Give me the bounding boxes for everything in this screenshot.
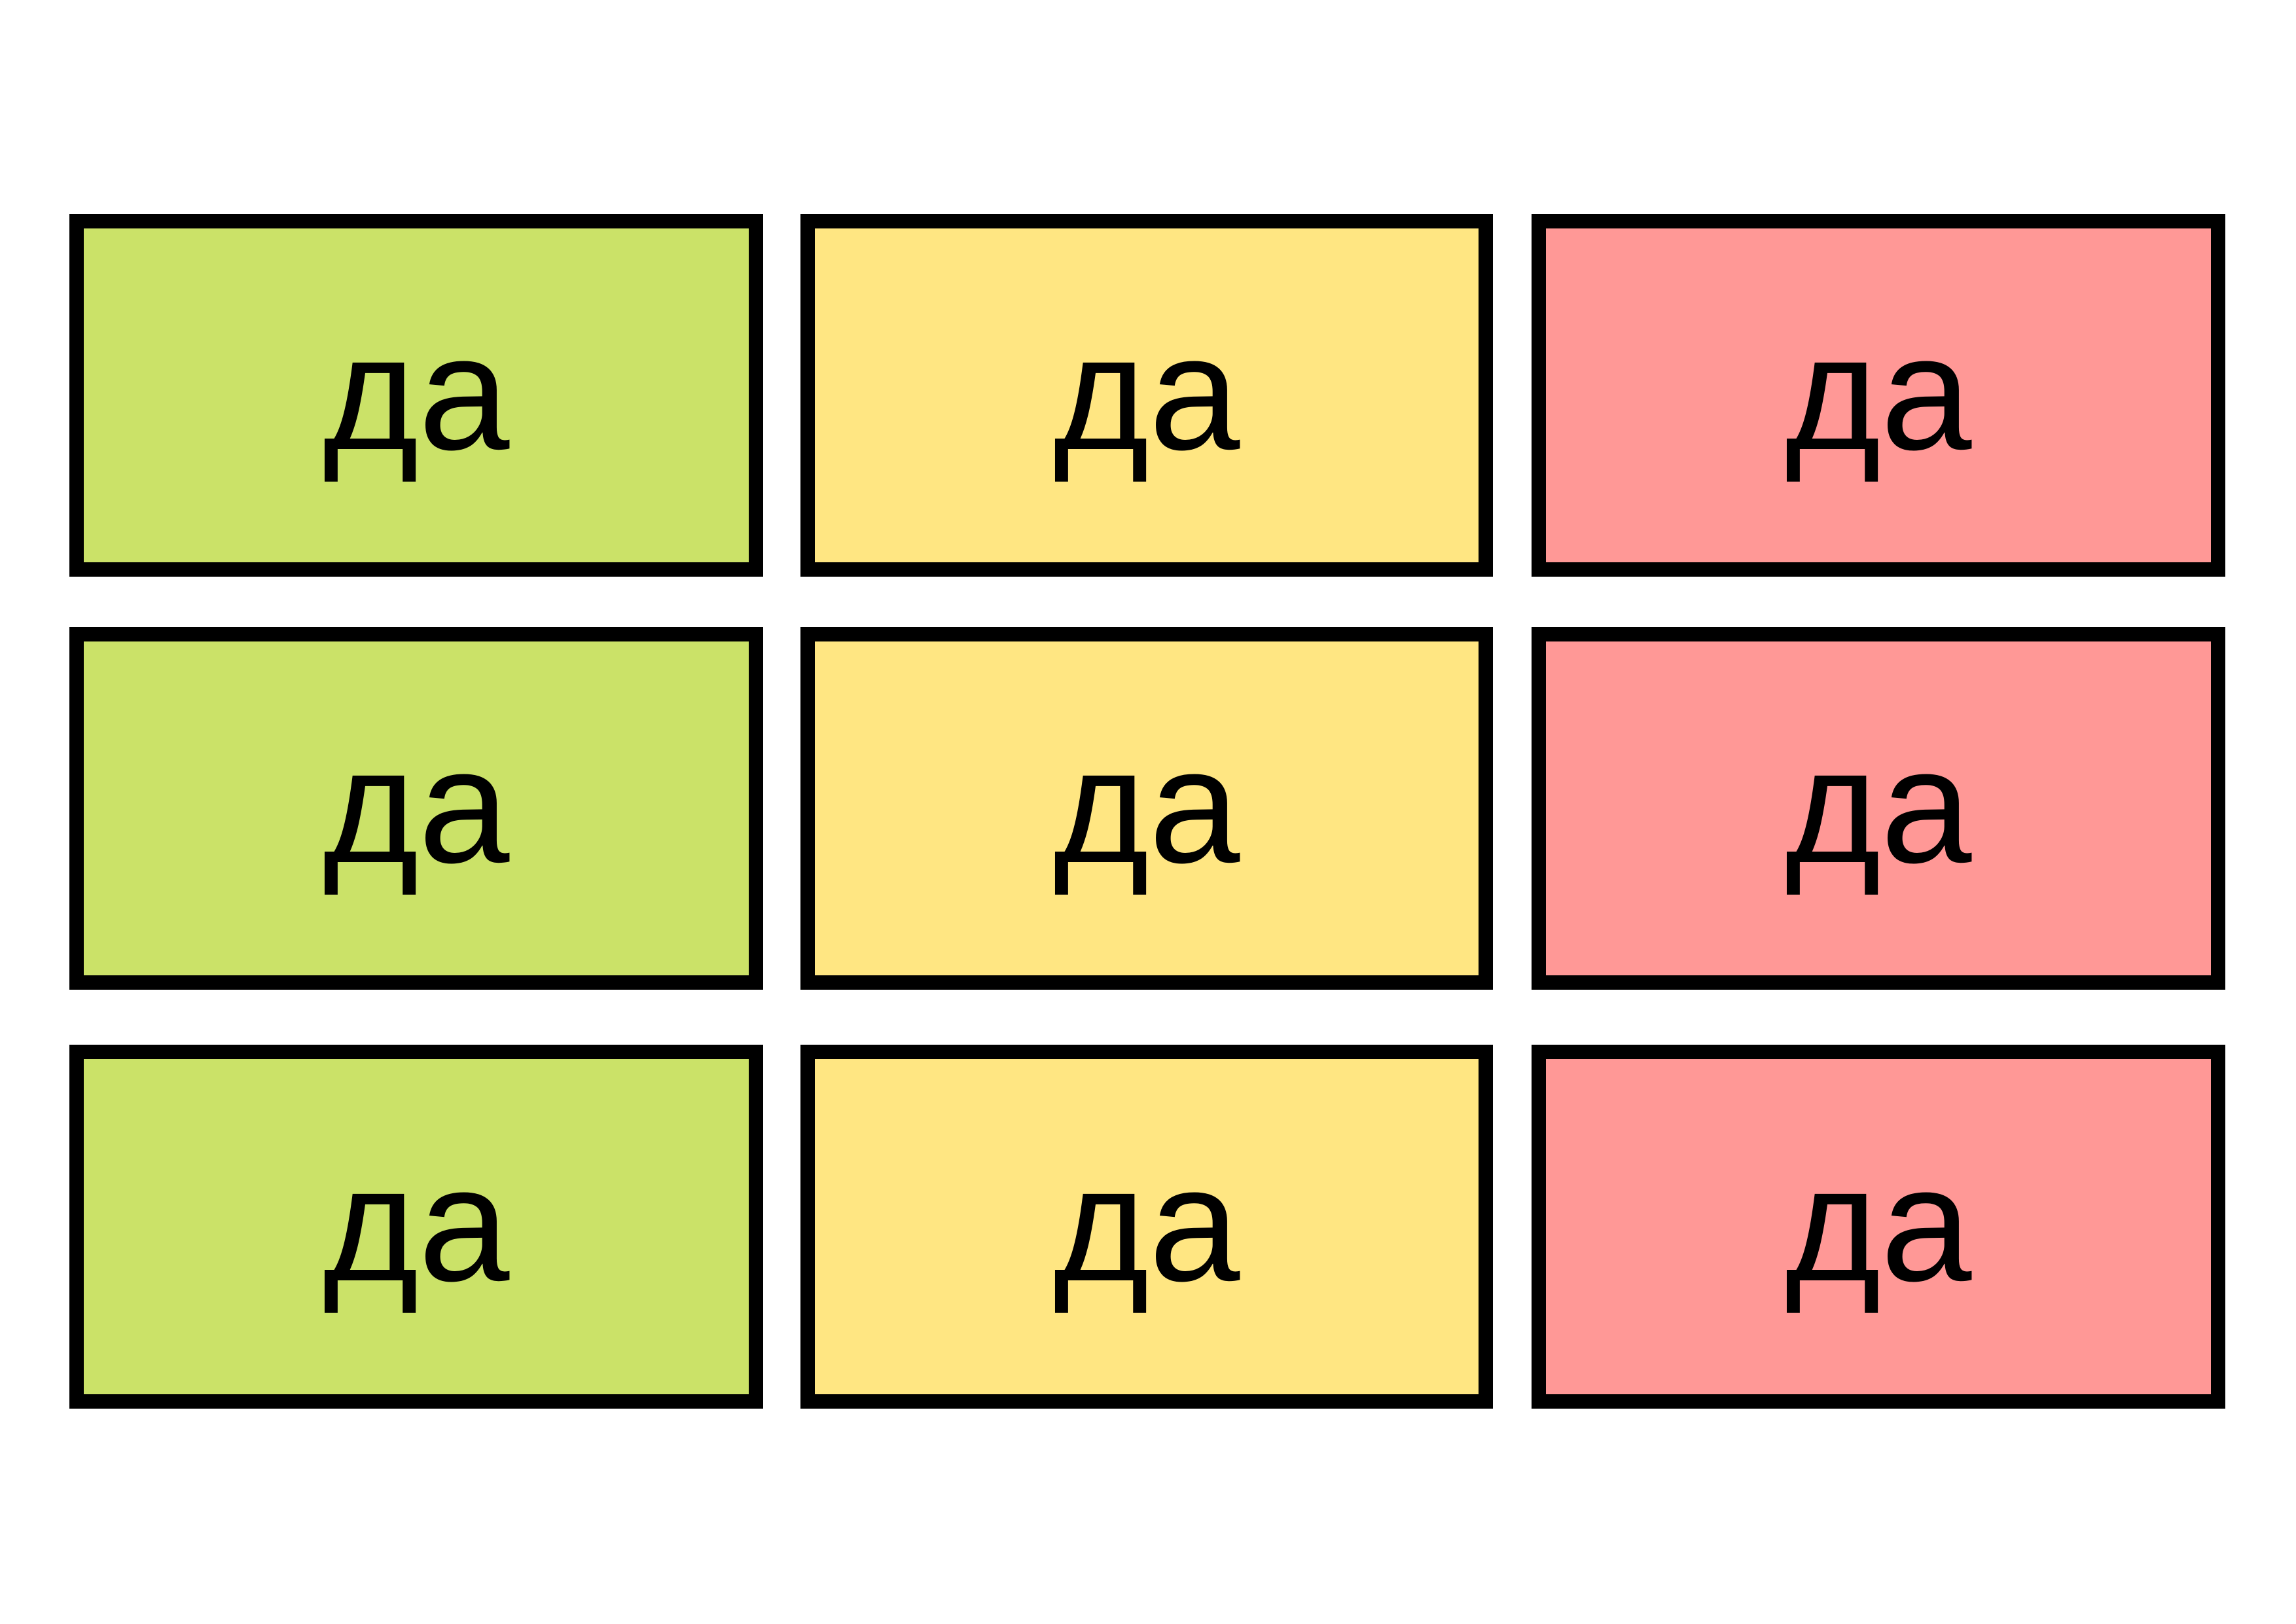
card-green: да — [69, 214, 763, 577]
card-red: да — [1532, 1045, 2225, 1409]
card-text: да — [323, 1132, 510, 1315]
card-red: да — [1532, 214, 2225, 577]
card-text: да — [1053, 301, 1240, 484]
card-red: да — [1532, 627, 2225, 990]
card-text: да — [1053, 1132, 1240, 1315]
card-green: да — [69, 1045, 763, 1409]
card-text: да — [323, 714, 510, 897]
card-text: да — [1785, 1132, 1972, 1315]
card-text: да — [323, 301, 510, 484]
card-yellow: да — [800, 214, 1493, 577]
card-text: да — [1785, 714, 1972, 897]
card-text: да — [1053, 714, 1240, 897]
card-text: да — [1785, 301, 1972, 484]
card-yellow: да — [800, 1045, 1493, 1409]
card-yellow: да — [800, 627, 1493, 990]
card-green: да — [69, 627, 763, 990]
